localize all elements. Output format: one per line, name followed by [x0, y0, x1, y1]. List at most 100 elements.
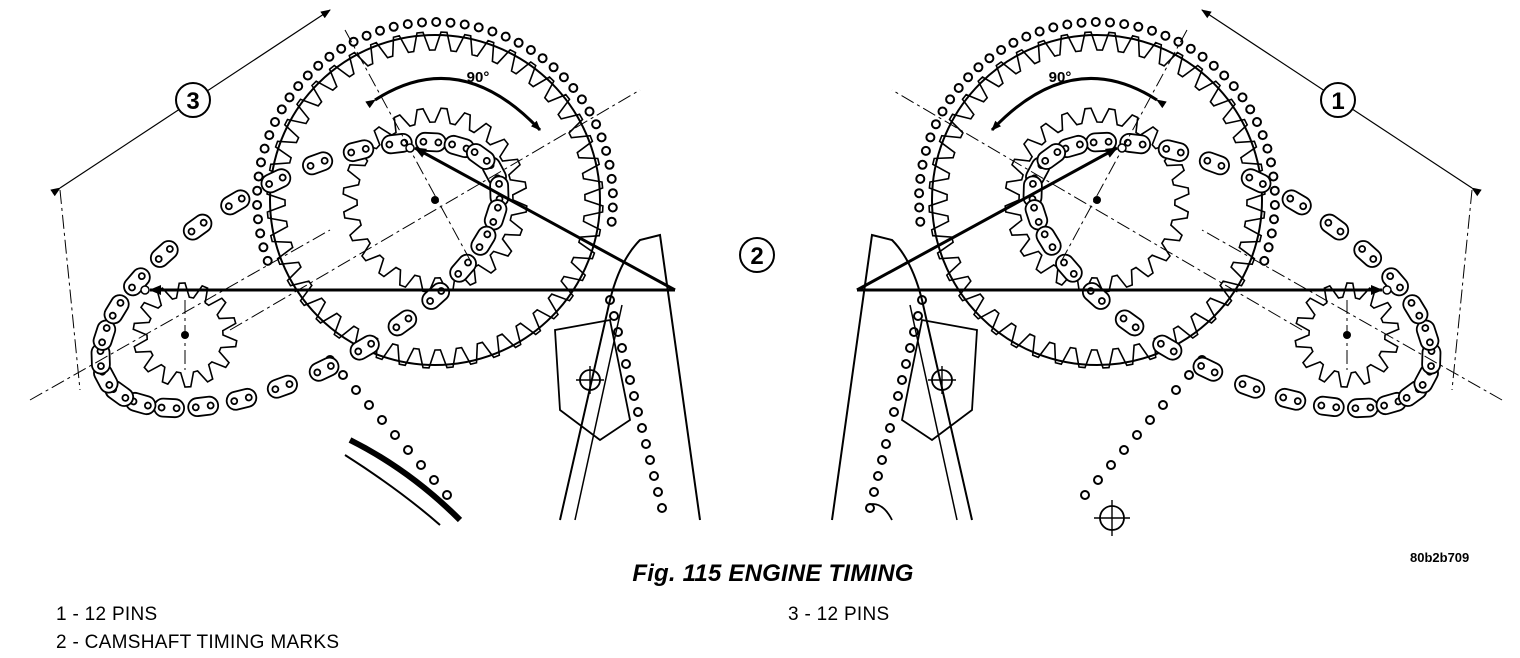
engine-timing-diagram: 90° 90° 3 2 1: [29, 9, 1503, 536]
primary-chain-pin: [336, 43, 347, 54]
primary-chain-pin: [913, 311, 923, 321]
primary-chain-pin: [1048, 22, 1059, 33]
chain-link: [1198, 151, 1230, 176]
primary-chain-pin: [558, 72, 569, 83]
primary-chain-pin: [473, 22, 484, 33]
right-small-sprocket: [1294, 282, 1400, 388]
primary-chain-pin: [901, 359, 911, 369]
primary-chain-pin: [637, 423, 647, 433]
primary-chain-pin: [1034, 26, 1045, 37]
chain-link: [1024, 199, 1049, 231]
chain-link: [123, 267, 151, 297]
primary-chain-pin: [905, 343, 915, 353]
primary-chain-pin: [1245, 104, 1256, 115]
chain-link: [149, 240, 179, 268]
primary-chain-pin: [568, 83, 579, 93]
primary-chain-pin: [1268, 171, 1279, 182]
right-cam-center: [1093, 196, 1101, 204]
chain-link: [449, 253, 477, 283]
left-large-sprocket-teeth: [266, 31, 604, 369]
left-lower-guide: [348, 437, 463, 523]
primary-chain-pin: [1259, 255, 1270, 266]
chain-link: [342, 139, 375, 163]
primary-chain-pin: [377, 415, 387, 425]
primary-chain-pin: [1171, 385, 1181, 395]
primary-chain-pin: [1197, 51, 1208, 62]
chain-link: [1157, 139, 1190, 163]
chain-link: [187, 395, 220, 418]
primary-chain-pin: [613, 327, 623, 337]
primary-chain-pin: [1269, 200, 1280, 210]
primary-chain-pin: [915, 216, 926, 227]
chain-link: [1234, 374, 1266, 399]
primary-chain-pin: [584, 106, 595, 117]
chain-link: [1036, 143, 1067, 170]
primary-chain-pin: [1062, 19, 1073, 30]
chain-link: [1192, 356, 1224, 382]
primary-chain-pin: [403, 445, 413, 455]
primary-chain-pin: [525, 45, 536, 55]
chain-link: [1152, 334, 1183, 361]
chain-link: [349, 334, 380, 361]
primary-chain-pin: [537, 53, 548, 64]
primary-chain-pin: [276, 104, 287, 115]
right-large-sprocket-teeth: [928, 31, 1266, 369]
primary-chain-pin: [364, 400, 374, 410]
primary-chain-pin: [375, 25, 385, 36]
primary-chain-pin: [604, 159, 615, 170]
primary-chain-pin: [1262, 143, 1273, 154]
primary-chain-pin: [953, 83, 964, 93]
primary-chain-pin: [348, 36, 359, 47]
chain-link: [470, 225, 497, 256]
chain-link: [1114, 309, 1145, 337]
primary-chain-pin: [252, 200, 263, 210]
primary-chain-pin: [617, 343, 627, 353]
primary-chain-pin: [388, 21, 399, 32]
primary-chain-pin: [1105, 17, 1115, 28]
chain-link: [308, 356, 340, 382]
primary-chain-pin: [973, 62, 984, 73]
right-guide-plate: [900, 318, 978, 442]
primary-chain-pin: [258, 242, 269, 253]
primary-chain-pin: [606, 216, 617, 227]
legend-item-3: 3 - 12 PINS: [788, 604, 890, 625]
primary-chain-pin: [1080, 490, 1090, 500]
primary-chain-pin: [253, 171, 264, 182]
primary-chain-pin: [1257, 130, 1268, 141]
primary-chain-pin: [1184, 370, 1194, 380]
primary-chain-pin: [869, 487, 879, 497]
primary-chain-pin: [915, 173, 926, 184]
primary-chain-pin: [925, 132, 936, 143]
primary-chain-pin: [873, 471, 883, 481]
left-secondary-chain: [90, 131, 510, 419]
primary-chain-pin: [937, 106, 948, 117]
primary-chain-pin: [1228, 81, 1239, 92]
figure-code: 80b2b709: [1410, 550, 1470, 565]
chain-link: [1319, 213, 1350, 241]
primary-chain-pin: [1219, 70, 1230, 81]
svg-text:90°: 90°: [467, 69, 490, 86]
primary-chain-pin: [270, 117, 280, 127]
primary-chain-pin: [1252, 117, 1262, 127]
primary-chain-pin: [633, 407, 643, 417]
chain-link: [103, 294, 130, 325]
primary-chain-pin: [1269, 185, 1280, 196]
chain-link: [1085, 131, 1117, 153]
svg-text:3: 3: [186, 88, 199, 115]
right-timing-arrow-diagonal: [856, 146, 1118, 292]
primary-chain-pin: [302, 70, 313, 81]
left-camshaft-assembly: [29, 9, 701, 526]
svg-text:90°: 90°: [1049, 69, 1072, 86]
primary-chain-pin: [459, 19, 470, 30]
primary-chain-pin: [1263, 242, 1274, 253]
callout-3: 3: [175, 82, 211, 118]
left-cam-center: [431, 196, 439, 204]
primary-chain-pin: [1145, 415, 1155, 425]
primary-chain-pin: [920, 145, 931, 156]
primary-chain-pin: [1106, 460, 1116, 470]
primary-chain-pin: [1173, 36, 1184, 47]
legend-item-1: 1 - 12 PINS: [56, 604, 158, 625]
chain-link: [1081, 282, 1111, 310]
primary-chain-pin: [945, 94, 956, 105]
primary-chain-pin: [256, 157, 266, 168]
